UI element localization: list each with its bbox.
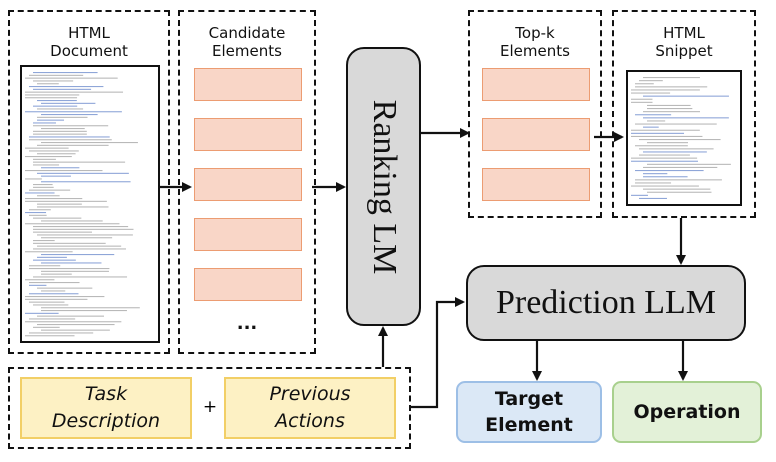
prediction-llm-label: Prediction LLM [495,284,717,321]
html-document-title: HTML Document [50,24,128,60]
candidate-element-4 [194,218,302,251]
candidate-element-5 [194,268,302,301]
target-element-box: Target Element [456,381,602,443]
html-code-lines [25,72,140,337]
arrow-inputs-to-prediction [411,297,465,409]
previous-actions-box: Previous Actions [224,377,396,439]
candidate-elements-panel: Candidate Elements ... [178,10,316,354]
html-snippet-title: HTML Snippet [655,24,713,60]
topk-elements-title: Top-k Elements [500,24,570,60]
html-document-page [20,65,160,343]
topk-element-2 [482,118,590,151]
html-snippet-panel: HTML Snippet [612,10,756,218]
operation-box: Operation [612,381,762,443]
candidate-elements-title: Candidate Elements [208,24,286,60]
candidate-element-3 [194,168,302,201]
plus-sign: + [202,397,218,417]
task-description-box: Task Description [20,377,192,439]
ranking-lm-box: Ranking LM [346,47,421,326]
candidate-element-1 [194,68,302,101]
candidate-element-2 [194,118,302,151]
prediction-llm-box: Prediction LLM [466,265,746,341]
html-document-panel: HTML Document [8,10,170,354]
html-snippet-code-lines [631,77,731,199]
inputs-panel: Task Description + Previous Actions [8,367,411,449]
topk-elements-panel: Top-k Elements [468,10,602,218]
candidate-ellipsis: ... [236,313,258,334]
topk-element-3 [482,168,590,201]
topk-element-1 [482,68,590,101]
html-snippet-page [626,70,742,206]
